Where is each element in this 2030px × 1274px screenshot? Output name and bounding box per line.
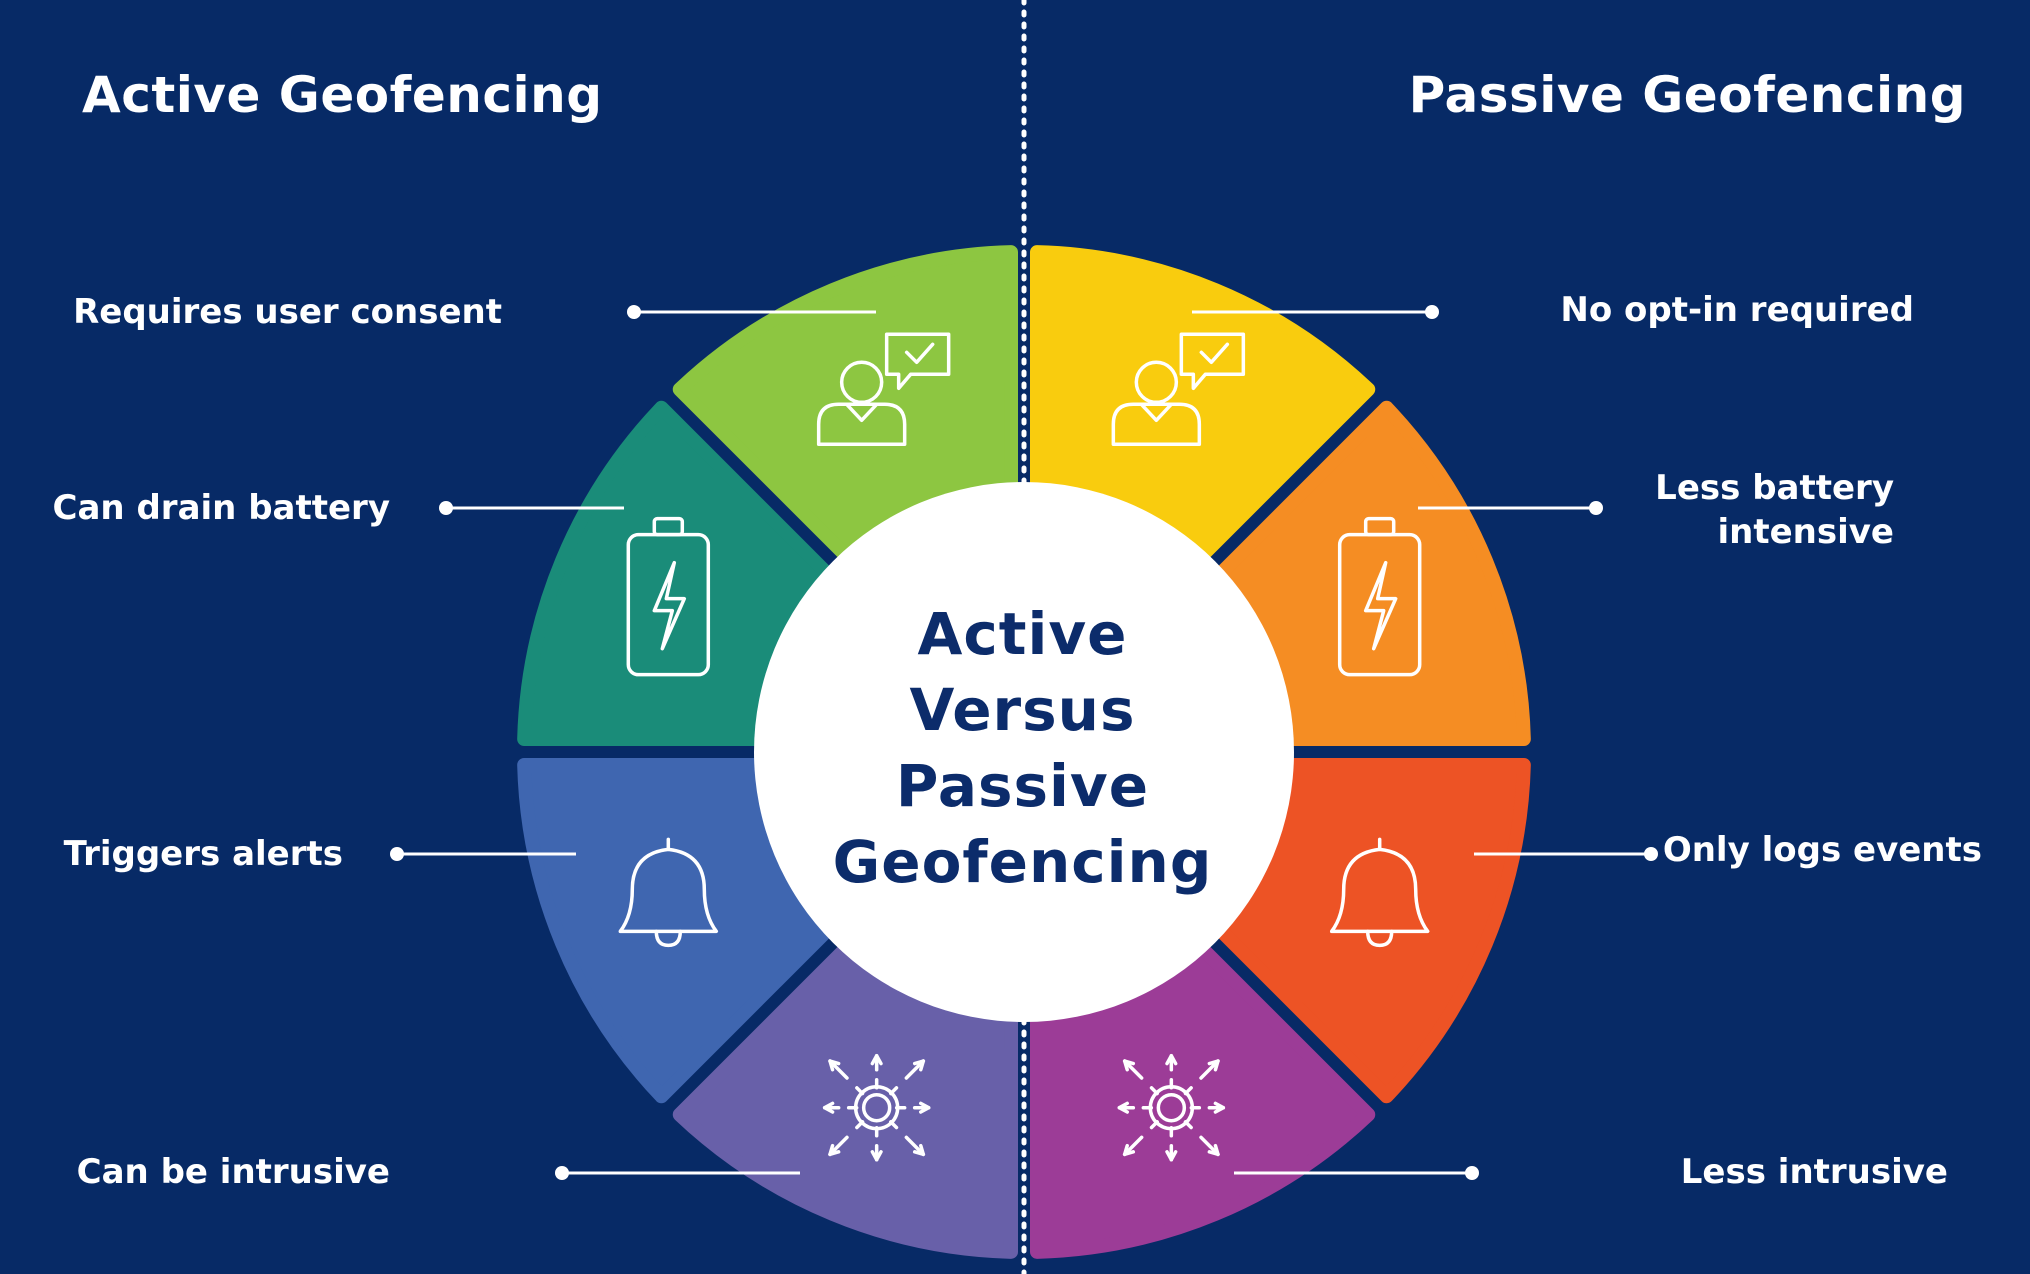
connector-dot-right-4 — [1465, 1166, 1479, 1180]
gear-arrows-icon — [1117, 1053, 1226, 1162]
user-consent-icon — [816, 332, 951, 447]
gear-arrows-icon — [822, 1053, 931, 1162]
label-right-3: Only logs events — [1662, 830, 1982, 870]
connector-dot-right-3 — [1644, 847, 1658, 861]
connector-dot-left-4 — [555, 1166, 569, 1180]
passive-geofencing-heading: Passive Geofencing — [1408, 66, 1966, 124]
label-left-1: Requires user consent — [73, 292, 502, 332]
connector-dot-right-2 — [1589, 501, 1603, 515]
label-right-1: No opt-in required — [1560, 290, 1914, 330]
battery-icon — [1337, 516, 1422, 677]
battery-icon — [626, 516, 711, 677]
label-right-4: Less intrusive — [1680, 1152, 1948, 1192]
connector-dot-left-2 — [439, 501, 453, 515]
label-left-4: Can be intrusive — [76, 1152, 390, 1192]
label-left-2: Can drain battery — [52, 488, 390, 528]
connector-dot-left-1 — [627, 305, 641, 319]
connector-dot-right-1 — [1425, 305, 1439, 319]
bell-icon — [618, 837, 719, 948]
center-circle — [754, 482, 1294, 1022]
connector-dot-left-3 — [390, 847, 404, 861]
user-consent-icon — [1111, 332, 1246, 447]
label-left-3: Triggers alerts — [63, 834, 343, 874]
bell-icon — [1329, 837, 1430, 948]
active-geofencing-heading: Active Geofencing — [82, 66, 603, 124]
label-right-2: Less battery intensive — [1655, 468, 1894, 552]
